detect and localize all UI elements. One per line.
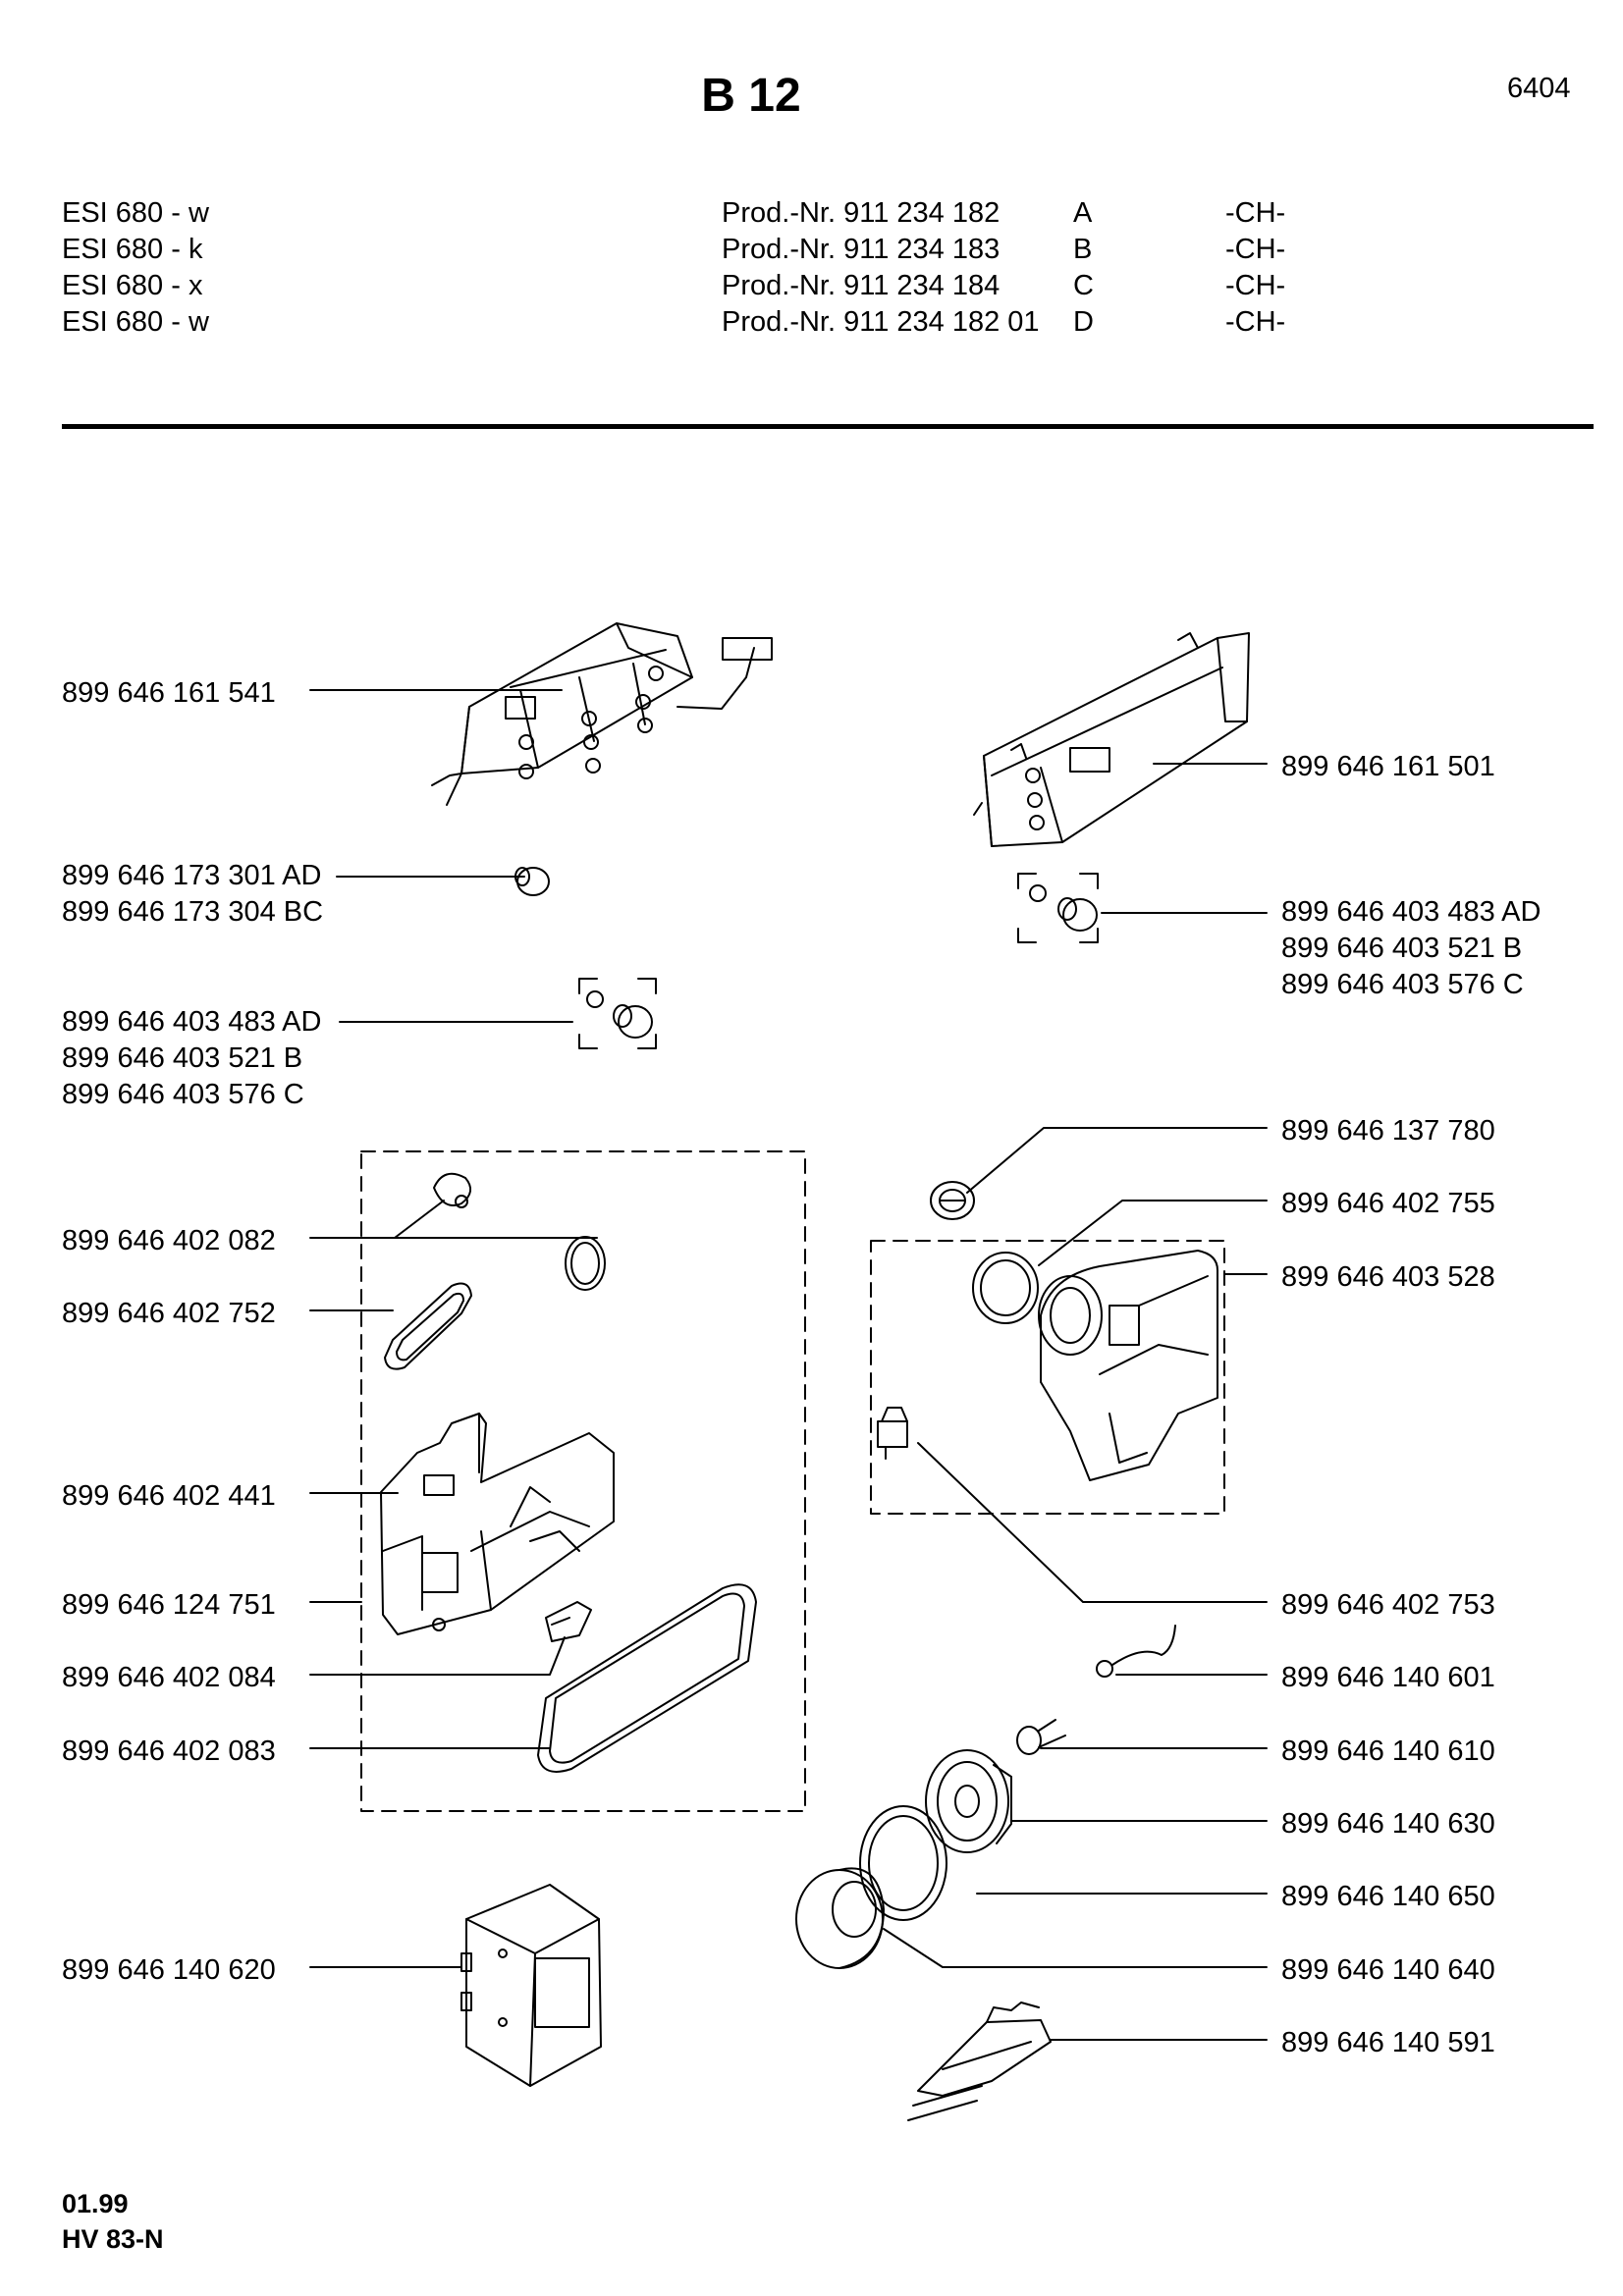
small-knob-sketch	[515, 868, 549, 895]
part-label: 899 646 403 576 C	[62, 1079, 304, 1110]
part-label: 899 646 140 650	[1281, 1881, 1495, 1912]
part-label: 899 646 140 610	[1281, 1735, 1495, 1767]
part-label: 899 646 402 082	[62, 1225, 276, 1256]
part-label: 899 646 402 084	[62, 1662, 276, 1693]
variant-code: B	[1073, 234, 1093, 265]
model-row: ESI 680 - w	[62, 304, 209, 341]
model-row: ESI 680 - w	[62, 195, 209, 232]
part-label: 899 646 161 541	[62, 677, 276, 709]
group-box-door-lock	[361, 1151, 805, 1811]
dispenser-housing-sketch	[1039, 1251, 1217, 1480]
part-label: 899 646 402 755	[1281, 1188, 1495, 1219]
model-name: ESI 680 - x	[62, 270, 203, 301]
latch-sketch	[546, 1602, 591, 1641]
leader-lines-right	[884, 764, 1267, 2040]
part-label: 899 646 403 528	[1281, 1261, 1495, 1293]
country-code: -CH-	[1225, 234, 1286, 265]
round-cap-sketch	[931, 1182, 974, 1219]
part-label: 899 646 402 441	[62, 1480, 276, 1512]
part-label: 899 646 403 521 B	[1281, 933, 1523, 964]
country-code: -CH-	[1225, 306, 1286, 338]
door-clip-sketch	[434, 1174, 470, 1207]
footer-code: HV 83-N	[62, 2224, 164, 2254]
footer-date: 01.99	[62, 2189, 129, 2218]
part-label: 899 646 140 591	[1281, 2027, 1495, 2058]
part-label: 899 646 403 483 AD	[62, 1006, 322, 1038]
prod-nr: Prod.-Nr. 911 234 182 01	[722, 306, 1040, 338]
country-code: -CH-	[1225, 270, 1286, 301]
lamp-sketch	[1017, 1720, 1065, 1754]
group-box-dispenser	[871, 1241, 1224, 1514]
o-ring-sketch	[973, 1253, 1038, 1323]
model-name: ESI 680 - w	[62, 306, 209, 338]
variant-code: C	[1073, 270, 1094, 301]
part-label: 899 646 124 751	[62, 1589, 276, 1621]
part-label: 899 646 161 501	[1281, 751, 1495, 782]
part-label: 899 646 402 752	[62, 1298, 276, 1329]
leader-lines-left	[310, 690, 597, 1967]
switch-sketch	[908, 2002, 1051, 2120]
part-label: 899 646 402 753	[1281, 1589, 1495, 1621]
variant-code: D	[1073, 306, 1094, 338]
country-code: -CH-	[1225, 197, 1286, 229]
part-label: 899 646 140 640	[1281, 1954, 1495, 1986]
variant-code: A	[1073, 197, 1093, 229]
ring-seal-sketch	[566, 1237, 605, 1290]
lamp-holder-sketch	[926, 1750, 1011, 1852]
part-label: 899 646 402 083	[62, 1735, 276, 1767]
part-label: 899 646 140 620	[62, 1954, 276, 1986]
oval-gasket-sketch	[385, 1284, 471, 1369]
part-label: 899 646 403 521 B	[62, 1042, 303, 1074]
prod-nr: Prod.-Nr. 911 234 184	[722, 270, 1001, 301]
control-module-left-sketch	[432, 623, 772, 805]
header-divider	[62, 424, 1594, 429]
part-label: 899 646 403 483 AD	[1281, 896, 1542, 928]
part-label: 899 646 173 304 BC	[62, 896, 324, 928]
page-number: 6404	[1507, 73, 1571, 104]
part-label: 899 646 140 601	[1281, 1662, 1495, 1693]
seal-ring-sketch	[860, 1806, 947, 1920]
lamp-cover-sketch	[796, 1868, 884, 1968]
prod-nr: Prod.-Nr. 911 234 183	[722, 234, 1001, 265]
part-label: 899 646 403 576 C	[1281, 969, 1524, 1000]
knob-pair-right-sketch	[1018, 874, 1098, 942]
door-lock-assembly-sketch	[381, 1414, 614, 1634]
model-row: ESI 680 - x	[62, 268, 202, 304]
knob-pair-left-sketch	[579, 979, 656, 1048]
model-name: ESI 680 - w	[62, 197, 209, 229]
control-module-right-sketch	[974, 633, 1249, 846]
model-name: ESI 680 - k	[62, 234, 203, 265]
transformer-sketch	[461, 1885, 601, 2086]
part-label: 899 646 140 630	[1281, 1808, 1495, 1840]
prod-nr: Prod.-Nr. 911 234 182	[722, 197, 1001, 229]
door-gasket-sketch	[538, 1584, 756, 1772]
small-connector-sketch	[878, 1408, 907, 1459]
part-label: 899 646 137 780	[1281, 1115, 1495, 1147]
part-label: 899 646 173 301 AD	[62, 860, 322, 891]
page-title: B 12	[701, 70, 801, 122]
bulb-wire-sketch	[1097, 1626, 1175, 1677]
model-row: ESI 680 - k	[62, 232, 202, 268]
